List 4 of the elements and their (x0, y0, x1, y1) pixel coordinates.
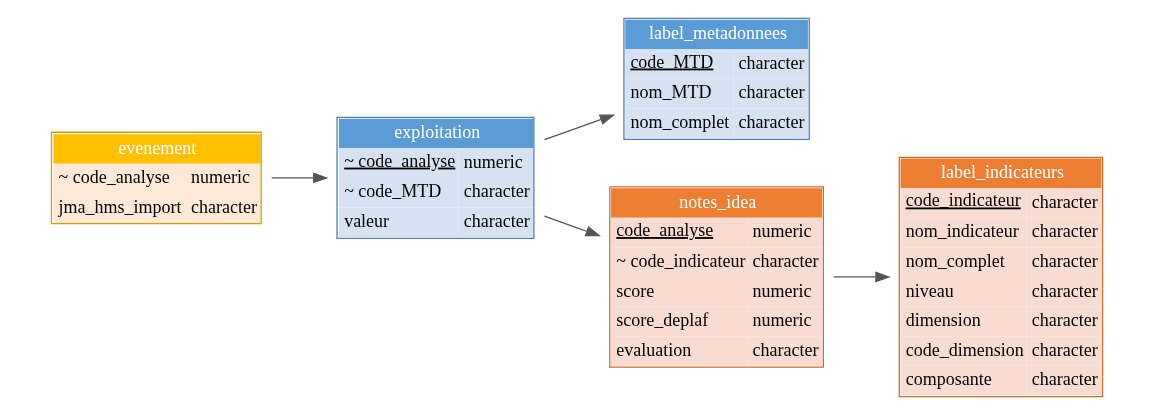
arrow (543, 114, 616, 141)
arrow (271, 172, 329, 184)
arrow (833, 271, 891, 283)
arrow (543, 215, 601, 237)
